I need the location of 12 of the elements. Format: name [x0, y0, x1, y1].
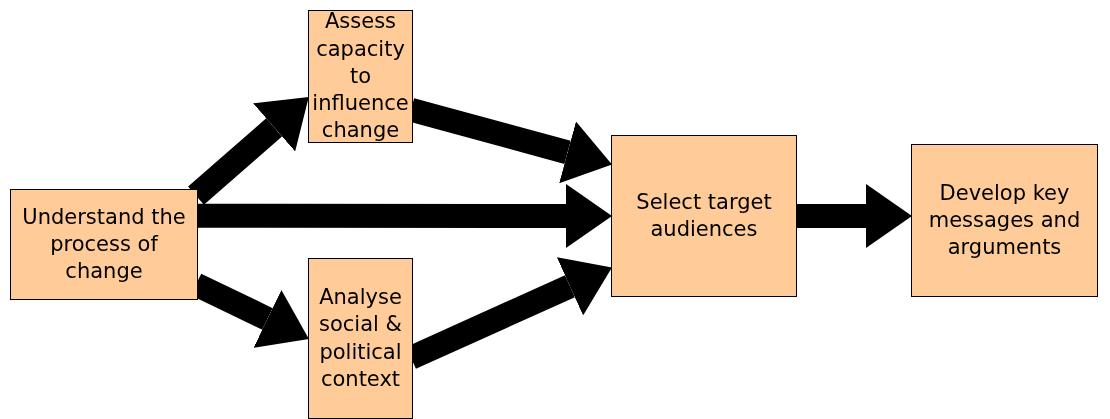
box-label: Select target audiences: [635, 188, 773, 243]
process-box: [611, 135, 797, 297]
block-arrow: [196, 183, 612, 248]
box-label: Analyse social & political context: [318, 283, 403, 393]
block-arrow: [188, 97, 309, 205]
box-label: Understand the process of change: [21, 203, 187, 286]
process-box: [10, 189, 198, 300]
box-label: Develop key messages and arguments: [927, 179, 1082, 262]
box-label: Assess capacity to influence change: [312, 8, 409, 145]
process-box: [308, 258, 413, 419]
process-box: [911, 144, 1098, 297]
block-arrow: [795, 183, 912, 248]
